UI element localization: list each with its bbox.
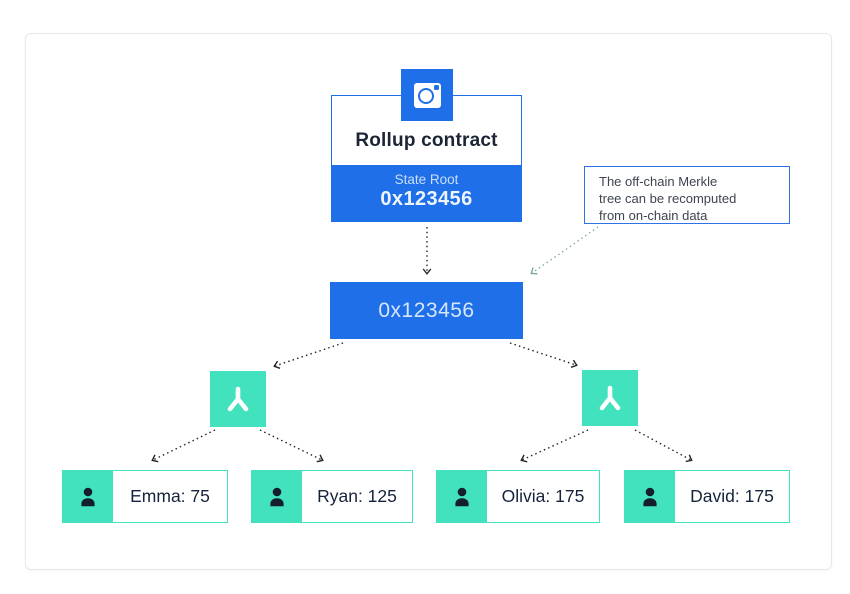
merkle-callout-note: The off-chain Merkle tree can be recompu… <box>584 166 790 224</box>
person-icon <box>63 471 113 522</box>
rollup-contract-node: Rollup contract State Root 0x123456 <box>331 95 522 222</box>
rollup-contract-title: Rollup contract <box>355 130 498 151</box>
leaf-label: David: 175 <box>690 486 774 506</box>
state-root-label: State Root <box>394 172 459 187</box>
merkle-branch-node-left <box>210 371 266 427</box>
callout-line: The off-chain Merkle <box>599 174 718 189</box>
leaf-node-olivia: Olivia: 175 <box>436 470 600 523</box>
merkle-branch-icon <box>227 386 249 412</box>
leaf-node-ryan: Ryan: 125 <box>251 470 413 523</box>
leaf-label: Olivia: 175 <box>501 486 585 506</box>
state-root-value: 0x123456 <box>380 188 473 210</box>
person-icon <box>437 471 487 522</box>
leaf-label: Emma: 75 <box>130 486 210 506</box>
merkle-root-node: 0x123456 <box>330 282 523 339</box>
merkle-branch-icon <box>599 385 621 411</box>
person-icon <box>625 471 675 522</box>
leaf-node-emma: Emma: 75 <box>62 470 228 523</box>
person-icon <box>252 471 302 522</box>
contract-document-sync-icon <box>401 69 453 121</box>
leaf-node-david: David: 175 <box>624 470 790 523</box>
state-root-section: State Root 0x123456 <box>332 165 521 221</box>
callout-line: tree can be recomputed <box>599 190 737 206</box>
leaf-label: Ryan: 125 <box>317 486 397 506</box>
callout-line: from on-chain data <box>599 207 708 223</box>
merkle-branch-node-right <box>582 370 638 426</box>
